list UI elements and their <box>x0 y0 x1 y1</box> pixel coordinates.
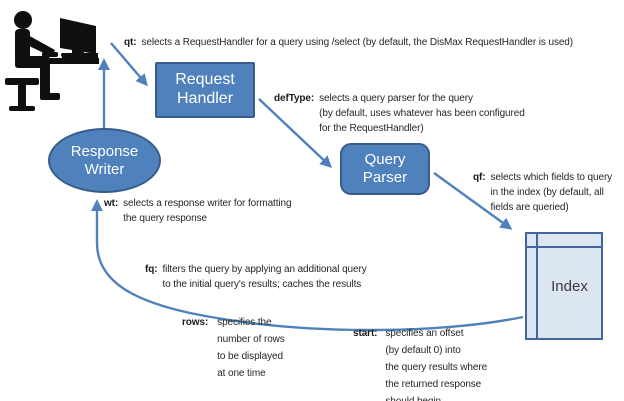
index-node: Index <box>525 232 603 340</box>
annotation-qt-text: selects a RequestHandler for a query usi… <box>141 37 574 48</box>
annotation-rows-text: specifies the number of rows to be displ… <box>217 317 285 379</box>
annotation-rows-label: rows: <box>182 317 209 328</box>
person-at-computer-icon <box>5 11 99 111</box>
response-writer-node: Response Writer <box>48 128 161 193</box>
annotation-qt-label: qt: <box>124 37 137 48</box>
annotation-qf: qf: selects which fields to query in the… <box>473 170 612 215</box>
annotation-wt-text: selects a response writer for formatting… <box>123 198 292 224</box>
annotation-start: start: specifies an offset (by default 0… <box>353 325 487 401</box>
annotation-fq-label: fq: <box>145 264 158 275</box>
index-inner-vertical-line <box>536 234 538 338</box>
annotation-start-text: specifies an offset (by default 0) into … <box>385 328 488 401</box>
annotation-fq-text: filters the query by applying an additio… <box>162 264 367 290</box>
annotation-qf-text: selects which fields to query in the ind… <box>490 172 613 213</box>
annotation-start-label: start: <box>353 328 378 339</box>
index-node-label: Index <box>551 278 588 295</box>
annotation-defType-label: defType: <box>274 93 315 104</box>
request-handler-node: Request Handler <box>155 62 255 118</box>
annotation-fq: fq: filters the query by applying an add… <box>145 262 367 292</box>
query-parser-node: Query Parser <box>340 143 430 195</box>
annotation-defType-text: selects a query parser for the query (by… <box>319 93 525 134</box>
annotation-qf-label: qf: <box>473 172 486 183</box>
index-inner-horizontal-line <box>527 246 601 248</box>
annotation-wt: wt: selects a response writer for format… <box>104 196 292 226</box>
annotation-rows: rows: specifies the number of rows to be… <box>182 314 285 382</box>
annotation-qt: qt: selects a RequestHandler for a query… <box>124 35 573 50</box>
annotation-wt-label: wt: <box>104 198 119 209</box>
annotation-defType: defType: selects a query parser for the … <box>274 91 525 136</box>
